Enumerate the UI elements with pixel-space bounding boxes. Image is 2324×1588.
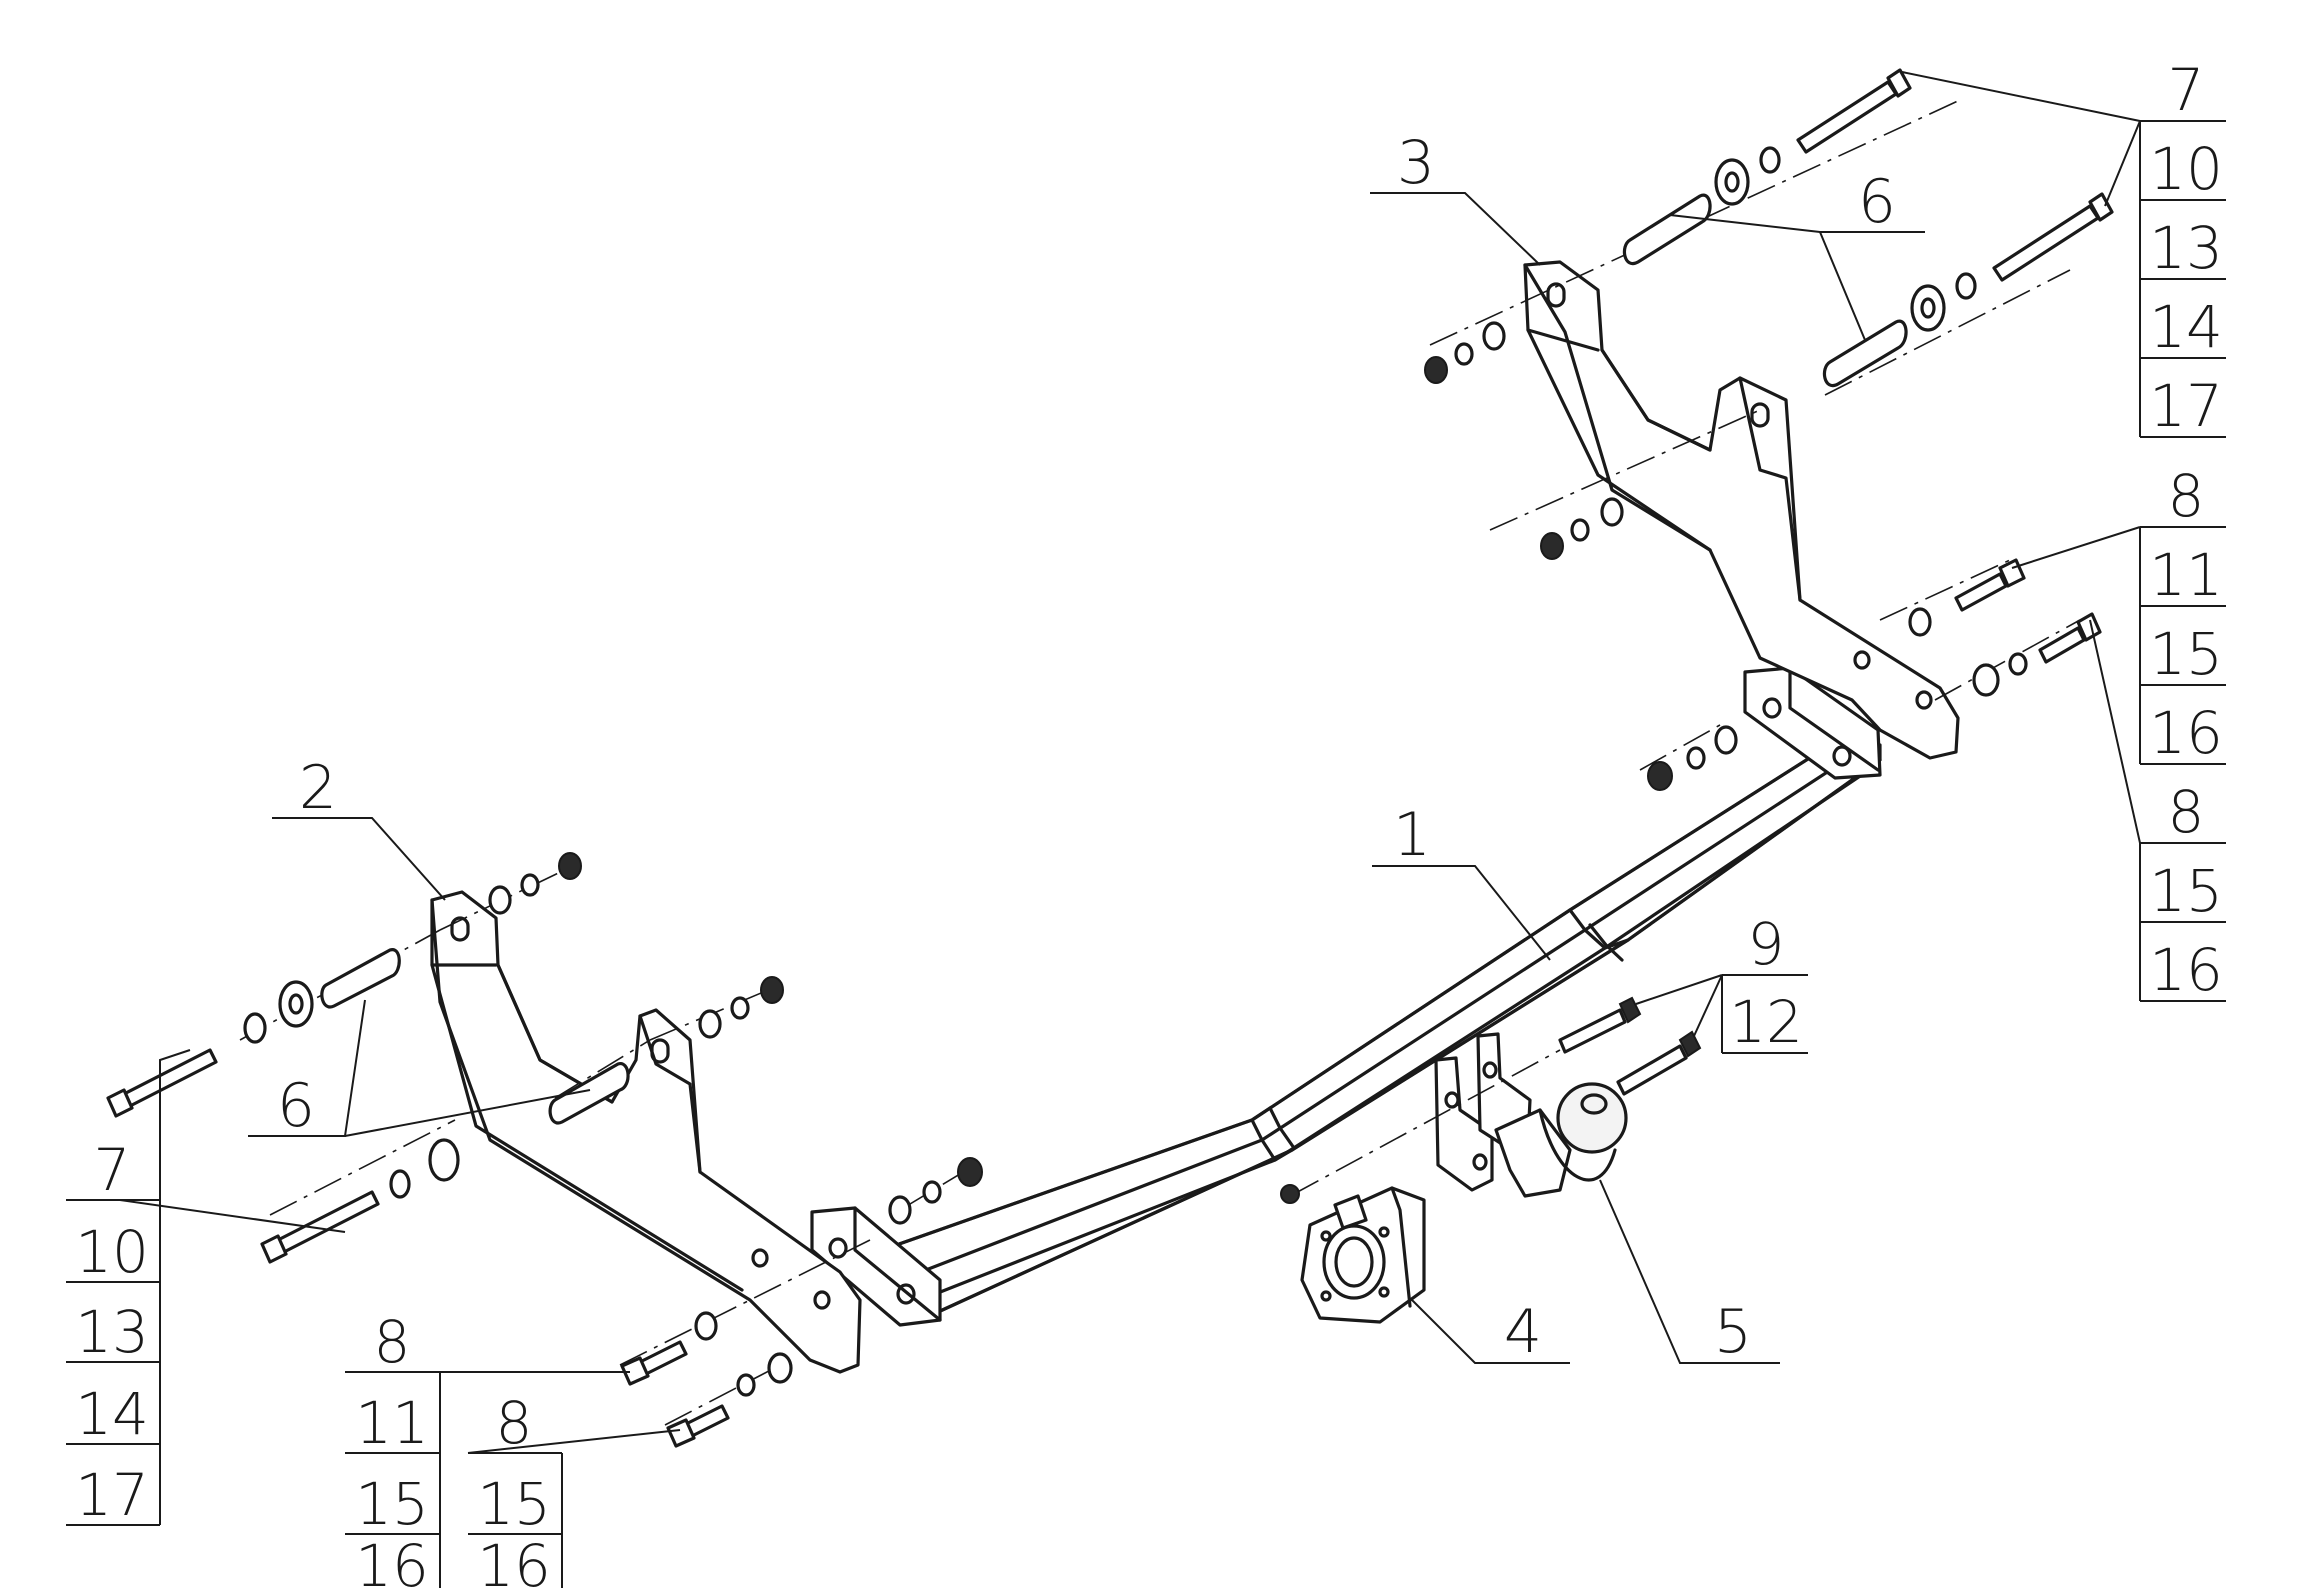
cell-ball-mount-1: 12 — [1729, 988, 1803, 1056]
label-5: 5 — [1714, 1297, 1752, 1367]
label-2: 2 — [299, 753, 337, 823]
label-4: 4 — [1504, 1297, 1542, 1367]
table-left: 7 10 13 14 17 — [66, 1136, 160, 1529]
left-hardware — [106, 852, 983, 1448]
cell-top-right-4: 17 — [2149, 372, 2223, 440]
cell-bottom-a-2: 15 — [355, 1470, 429, 1538]
socket-plate — [1300, 1186, 1426, 1324]
label-6-left: 6 — [277, 1071, 315, 1141]
label-3: 3 — [1397, 128, 1435, 198]
cell-bottom-a-3: 16 — [355, 1532, 429, 1588]
tow-ball — [1494, 1082, 1628, 1198]
cell-mid-right-3: 16 — [2149, 699, 2223, 767]
cell-mid-right-2: 15 — [2149, 620, 2223, 688]
cell-mid-right-1: 11 — [2149, 541, 2223, 609]
cell-low-right-1: 15 — [2149, 857, 2223, 925]
cell-mid-right-0: 8 — [2168, 462, 2205, 530]
cell-low-right-0: 8 — [2168, 778, 2205, 846]
cell-low-right-2: 16 — [2149, 936, 2223, 1004]
table-bottom-b: 8 15 16 — [468, 1389, 563, 1588]
cell-bottom-b-0: 8 — [496, 1389, 533, 1457]
label-1: 1 — [1393, 800, 1431, 870]
table-ball-mount: 9 12 — [1721, 910, 1808, 1056]
table-bottom-a: 8 11 15 16 — [345, 1308, 441, 1588]
cell-left-2: 13 — [75, 1298, 149, 1366]
cell-left-0: 7 — [94, 1136, 131, 1204]
cell-left-1: 10 — [75, 1218, 149, 1286]
ball-mount-bolts — [1280, 996, 1702, 1204]
cell-ball-mount-0: 9 — [1748, 910, 1785, 978]
cell-left-4: 17 — [75, 1461, 149, 1529]
table-mid-right: 8 11 15 16 — [2139, 462, 2226, 767]
cell-bottom-b-2: 16 — [477, 1532, 551, 1588]
towbar-beam — [810, 666, 1882, 1327]
cell-top-right-1: 10 — [2149, 135, 2223, 203]
part-labels: 1 2 3 4 5 6 6 — [277, 128, 1896, 1367]
cell-bottom-b-1: 15 — [477, 1470, 551, 1538]
right-hardware — [1424, 68, 2114, 791]
cell-left-3: 14 — [75, 1380, 149, 1448]
right-bracket — [1523, 260, 1960, 760]
label-6-right: 6 — [1858, 167, 1896, 237]
left-bracket — [430, 890, 862, 1374]
leader-lines — [119, 71, 2141, 1525]
table-low-right: 8 15 16 — [2139, 778, 2226, 1004]
cell-top-right-2: 13 — [2149, 214, 2223, 282]
cell-top-right-3: 14 — [2149, 293, 2223, 361]
cell-top-right-0: 7 — [2168, 56, 2205, 124]
table-top-right: 7 10 13 14 17 — [2139, 56, 2226, 440]
cell-bottom-a-1: 11 — [355, 1389, 429, 1457]
cell-bottom-a-0: 8 — [374, 1308, 411, 1376]
